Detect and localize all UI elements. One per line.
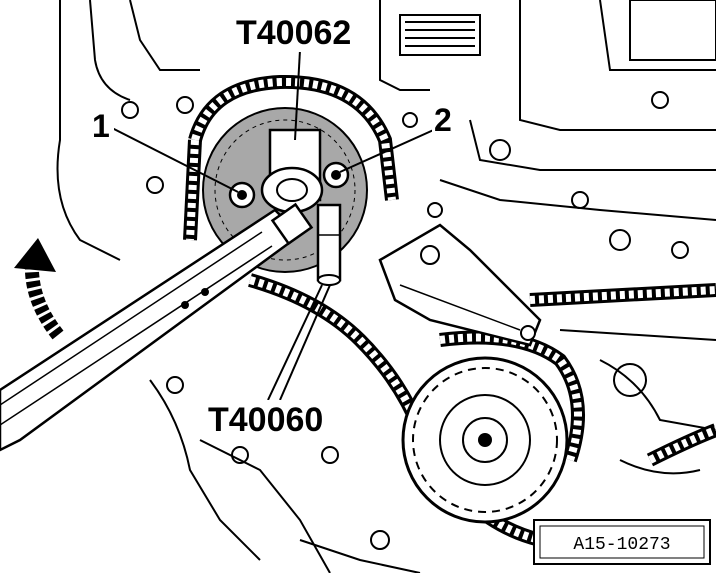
bolt-2 [322,161,350,189]
counterhold-tool-t40062 [0,128,324,452]
callout-1: 1 [92,108,110,144]
tool-bottom-label: T40060 [208,401,323,439]
tool-top-label-bg [232,12,360,52]
tool-top-label: T40062 [236,14,351,52]
tool-bottom-label-bg [206,400,334,440]
callout-1-bg [90,108,114,142]
reference-code-box: A15-10273 [533,519,711,565]
leader-lines [111,49,439,401]
callout-2: 2 [434,102,452,138]
reference-code: A15-10273 [573,535,670,555]
bolt-1 [228,181,256,209]
callout-2-bg [432,102,458,136]
engine-block [56,0,716,573]
curved-arrow-icon [14,238,64,340]
locking-pin-t40060 [316,203,342,286]
tensioner-rail [378,223,542,347]
lower-sprocket [401,356,569,524]
timing-chain-upper [183,74,399,241]
